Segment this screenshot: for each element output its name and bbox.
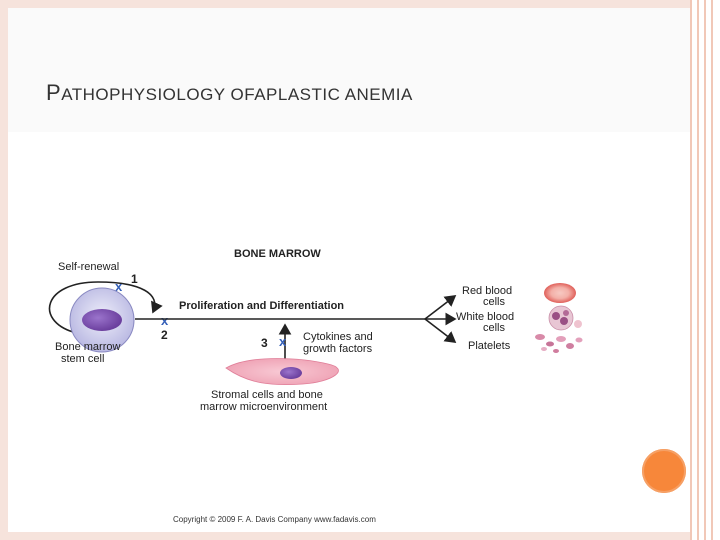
rbc-label-line2: cells: [483, 296, 506, 308]
self-renewal-label: Self-renewal: [58, 261, 119, 273]
slide-title-rest: ATHOPHYSIOLOGY OFAPLASTIC ANEMIA: [61, 85, 413, 104]
platelets-label: Platelets: [468, 340, 511, 352]
cytokines-label-line1: Cytokines and: [303, 331, 373, 343]
decorative-line: [704, 0, 706, 540]
arrow-to-platelets: [424, 318, 457, 343]
slide-frame-bottom: [0, 532, 690, 540]
red-blood-cell: [544, 283, 576, 303]
stem-cell-label-line2: stem cell: [61, 353, 104, 365]
decorative-line: [711, 0, 713, 540]
bone-marrow-diagram: BONE MARROW Self-renewal 1 x Bone marrow…: [13, 132, 624, 526]
stromal-cell-nucleus: [280, 367, 302, 379]
title-band: [8, 8, 690, 132]
slide-title: PATHOPHYSIOLOGY OFAPLASTIC ANEMIA: [46, 80, 413, 106]
decorative-line: [690, 0, 692, 540]
block-x-2: x: [161, 313, 169, 328]
stromal-label-line1: Stromal cells and bone: [211, 389, 323, 401]
diagram-svg: BONE MARROW Self-renewal 1 x Bone marrow…: [48, 248, 583, 524]
arrow-to-rbc: [424, 295, 457, 320]
slide-frame-left: [0, 0, 8, 540]
marker-3: 3: [261, 336, 268, 350]
copyright-text: Copyright © 2009 F. A. Davis Company www…: [173, 515, 376, 524]
block-x-1: x: [115, 279, 123, 294]
platelets-cluster: [535, 334, 583, 353]
stromal-label-line2: marrow microenvironment: [200, 401, 327, 413]
decorative-line: [697, 0, 699, 540]
marker-1: 1: [131, 272, 138, 286]
cytokines-label-line2: growth factors: [303, 343, 373, 355]
slide-title-initial: P: [46, 80, 62, 105]
block-x-3: x: [279, 334, 287, 349]
wbc-label-line2: cells: [483, 322, 506, 334]
stem-cell-label-line1: Bone marrow: [55, 341, 120, 353]
slide-frame-top: [0, 0, 690, 8]
proliferation-label: Proliferation and Differentiation: [179, 300, 344, 312]
orange-circle-decoration: [642, 449, 686, 493]
rbc-label-line1: Red blood: [462, 285, 512, 297]
bone-marrow-header: BONE MARROW: [234, 248, 321, 260]
stem-cell-nucleus: [82, 309, 122, 331]
wbc-label-line1: White blood: [456, 311, 514, 323]
marker-2: 2: [161, 328, 168, 342]
white-blood-cell: [548, 305, 582, 331]
self-renewal-arrow: [48, 281, 163, 333]
